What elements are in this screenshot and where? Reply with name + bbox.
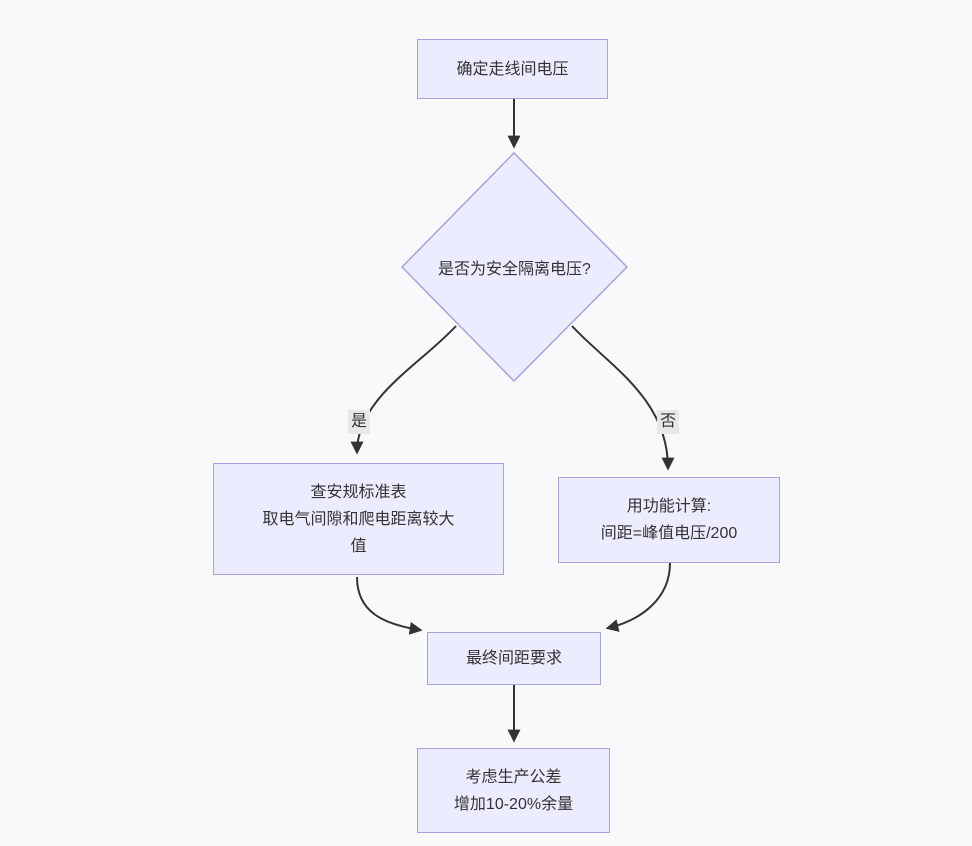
edge-label-yes: 是	[347, 410, 371, 434]
edge-functional-to-final	[605, 562, 671, 632]
node-safety-standard: 查安规标准表 取电气间隙和爬电距离较大 值	[213, 463, 504, 575]
node-start: 确定走线间电压	[417, 39, 608, 99]
node-safety-line-1: 查安规标准表	[310, 483, 407, 501]
edge-decision-yes	[350, 325, 457, 455]
node-safety-line-3: 值	[350, 537, 367, 555]
node-decision: 是否为安全隔离电压?	[404, 247, 625, 287]
node-tolerance-line-2: 增加10-20%余量	[453, 795, 574, 813]
node-final-label: 最终间距要求	[465, 650, 562, 667]
node-decision-label: 是否为安全隔离电压?	[438, 261, 591, 278]
node-tolerance: 考虑生产公差 增加10-20%余量	[417, 748, 610, 833]
edge-label-no: 否	[656, 410, 680, 434]
node-functional-calc: 用功能计算: 间距=峰值电压/200	[558, 477, 780, 563]
decision-diamond-shape	[400, 151, 629, 383]
node-final-spacing: 最终间距要求	[427, 632, 601, 685]
node-start-label: 确定走线间电压	[456, 60, 569, 78]
node-functional-line-1: 用功能计算:	[626, 498, 712, 515]
edge-safety-to-final	[356, 576, 423, 635]
node-functional-line-2: 间距=峰值电压/200	[600, 525, 738, 542]
node-safety-line-2: 取电气间隙和爬电距离较大	[262, 510, 455, 528]
edge-decision-no	[571, 325, 675, 471]
node-tolerance-line-1: 考虑生产公差	[465, 768, 562, 786]
